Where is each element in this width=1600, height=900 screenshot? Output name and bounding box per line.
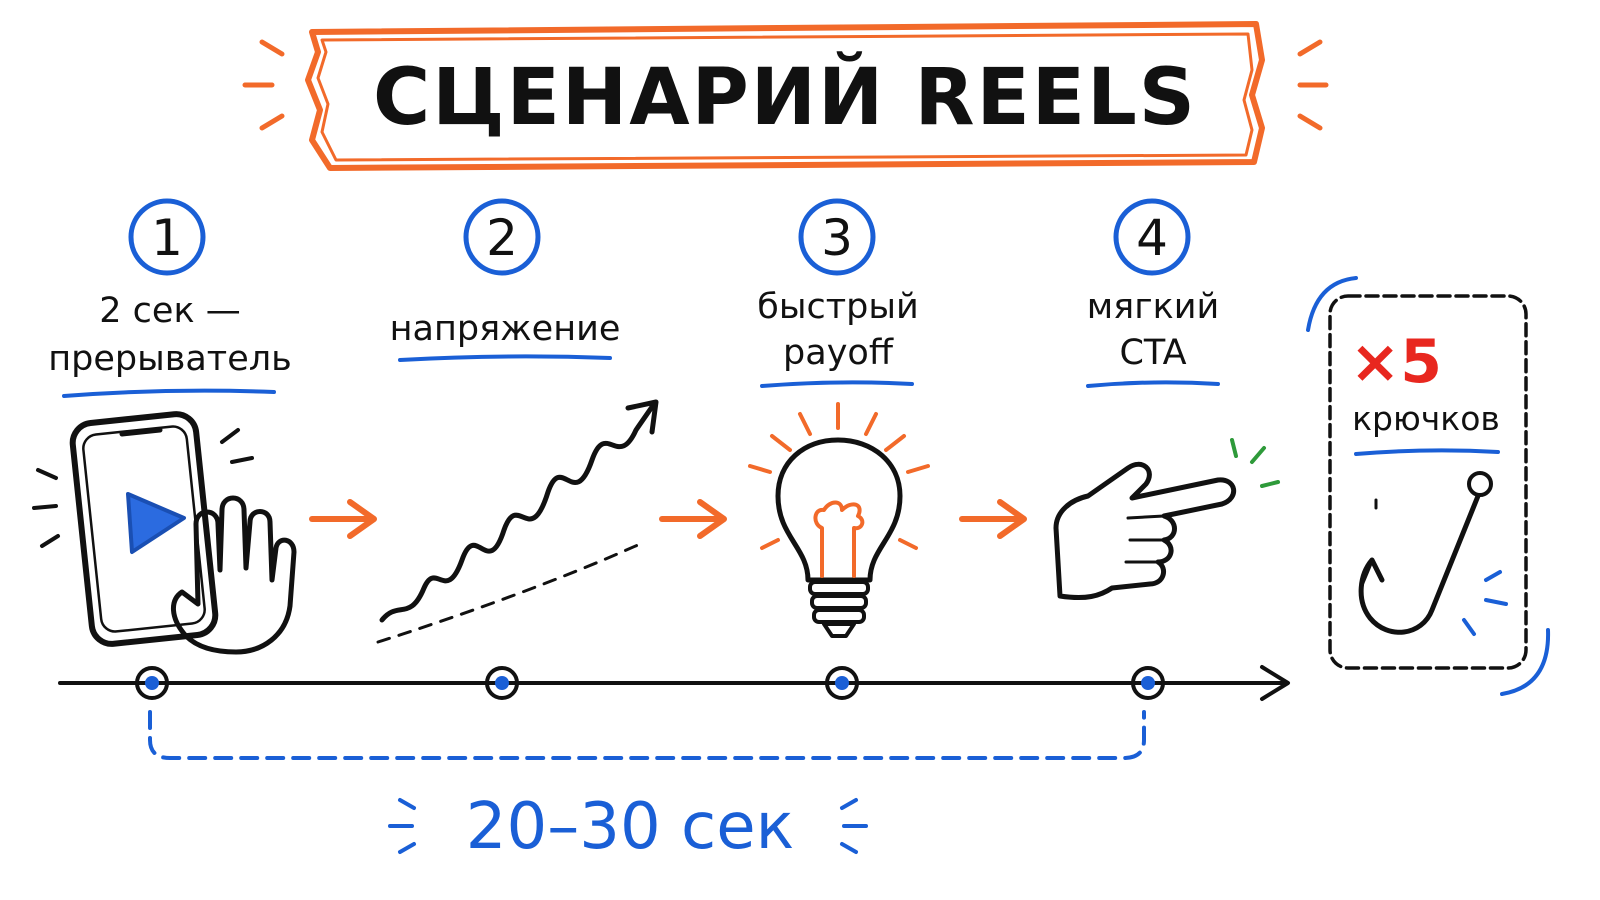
title-sparks-right-icon	[1297, 39, 1329, 131]
step-2: 2 напряжение	[376, 198, 659, 644]
step-number-badge	[798, 198, 876, 276]
step-label-line1: быстрый	[757, 287, 918, 327]
title-sparks-left-icon	[242, 39, 285, 131]
card-corner-accent	[1306, 276, 1358, 332]
duration-sparks-left-icon	[388, 798, 416, 854]
step-label-line2: прерыватель	[48, 339, 291, 379]
step-3: 3 быстрый payoff	[748, 198, 930, 638]
hooks-card: ×5 крючков	[1306, 276, 1551, 696]
step-label-line1: 2 сек —	[99, 291, 240, 331]
flow-arrow-icon	[959, 499, 1027, 539]
step-label-line2: CTA	[1119, 333, 1186, 373]
duration-label: 20–30 сек	[466, 790, 794, 864]
step-number-badge	[1113, 198, 1191, 276]
hooks-count: ×5	[1350, 327, 1442, 397]
pointing-hand-icon	[1053, 438, 1280, 601]
page-title: СЦЕНАРИЙ REELS	[373, 51, 1197, 143]
phone-hand-icon	[32, 411, 297, 655]
duration-sparks-right-icon	[840, 798, 868, 854]
step-number: 2	[486, 209, 518, 267]
duration-bracket: 20–30 сек	[148, 710, 1146, 864]
step-underline	[760, 380, 914, 388]
flow-arrow-icon	[659, 499, 727, 539]
fishing-hook-icon	[1358, 471, 1508, 636]
rising-zigzag-arrow-icon	[376, 399, 659, 644]
timeline-marker	[135, 666, 169, 700]
step-number-badge	[463, 198, 541, 276]
timeline-marker	[1131, 666, 1165, 700]
step-1: 1 2 сек — прерыватель	[32, 198, 297, 655]
hooks-underline	[1354, 448, 1500, 456]
step-number: 1	[151, 209, 183, 267]
step-underline	[398, 354, 612, 362]
timeline-marker	[485, 666, 519, 700]
step-underline	[62, 388, 276, 398]
hooks-label: крючков	[1352, 399, 1500, 438]
timeline	[58, 665, 1290, 701]
step-label-line2: payoff	[783, 333, 894, 373]
step-number-badge	[128, 198, 206, 276]
title-banner: СЦЕНАРИЙ REELS	[242, 21, 1329, 171]
timeline-marker	[825, 666, 859, 700]
card-corner-accent	[1500, 628, 1551, 696]
flow-arrow-icon	[309, 499, 377, 539]
step-label-line1: напряжение	[390, 309, 621, 349]
lightbulb-icon	[748, 402, 930, 638]
step-4: 4 мягкий CTA	[1053, 198, 1280, 601]
step-number: 4	[1136, 209, 1168, 267]
step-label-line1: мягкий	[1087, 287, 1219, 327]
step-number: 3	[821, 209, 853, 267]
step-underline	[1086, 380, 1220, 388]
